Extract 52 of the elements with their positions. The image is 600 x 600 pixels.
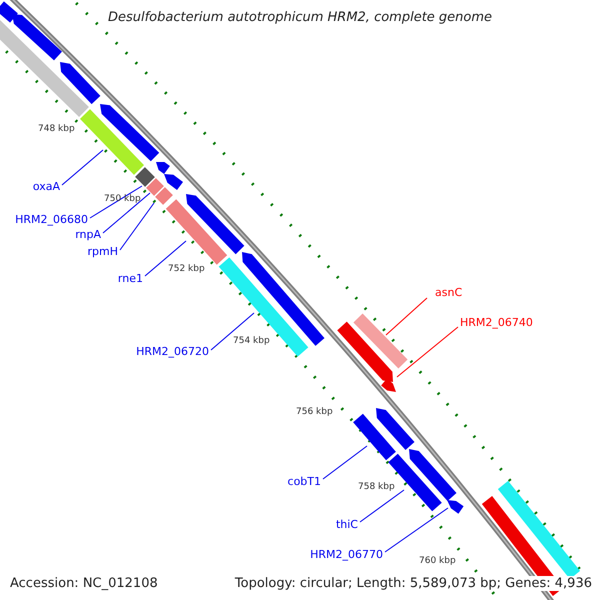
- leader-line: [62, 150, 104, 186]
- gene-feature: [447, 500, 464, 514]
- gene-feature: [353, 414, 396, 460]
- tick-label: 760 kbp: [419, 557, 456, 566]
- footer-text: Accession: NC_012108: [10, 576, 158, 591]
- gene-label: oxaA: [32, 181, 60, 192]
- gene-feature: [164, 174, 183, 190]
- tick-label: 756 kbp: [296, 408, 333, 417]
- leader-line: [322, 446, 368, 480]
- gene-label: rpmH: [88, 246, 118, 257]
- gene-feature: [337, 322, 393, 382]
- title: Desulfobacterium autotrophicum HRM2, complete genome: [106, 11, 494, 24]
- gene-feature: [0, 1, 18, 23]
- gene-label: cobT1: [288, 476, 321, 487]
- gene-label: HRM2_06720: [136, 346, 209, 357]
- gene-feature: [100, 104, 160, 162]
- gene-feature: [12, 14, 62, 60]
- leader-line: [210, 312, 254, 350]
- gene-label: asnC: [435, 287, 462, 298]
- gene-feature: [155, 187, 173, 205]
- gene-feature: [60, 62, 100, 104]
- gene-feature: [218, 257, 308, 357]
- tick-label: 754 kbp: [233, 337, 270, 346]
- gene-feature: [135, 167, 155, 187]
- leader-line: [386, 298, 428, 336]
- leader-line: [384, 508, 448, 552]
- leader-line: [360, 490, 404, 522]
- gene-label: rne1: [118, 273, 143, 284]
- tick-label: 758 kbp: [358, 483, 395, 492]
- tick-label: 750 kbp: [104, 195, 141, 204]
- gene-feature: [409, 449, 456, 501]
- leader-line: [120, 202, 154, 250]
- gene-feature: [146, 178, 164, 196]
- footer-text: Topology: circular; Length: 5,589,073 bp; Genes: 4,936: [234, 576, 592, 591]
- gene-feature: [381, 378, 396, 392]
- gene-label: HRM2_06770: [310, 549, 383, 560]
- gene-label: rnpA: [75, 229, 101, 240]
- gene-feature: [353, 314, 408, 368]
- gene-label: HRM2_06680: [15, 214, 88, 225]
- tick-label: 752 kbp: [168, 265, 205, 274]
- tick-label: 748 kbp: [38, 125, 75, 134]
- gene-feature: [80, 109, 144, 175]
- leader-line: [90, 186, 142, 218]
- leader-line: [396, 326, 458, 378]
- gene-label: thiC: [336, 519, 358, 530]
- leader-line: [102, 192, 150, 234]
- leader-line: [144, 240, 186, 276]
- gene-feature: [156, 162, 170, 174]
- gene-label: HRM2_06740: [460, 317, 533, 328]
- gene-feature: [166, 199, 228, 265]
- gene-feature: [376, 408, 414, 450]
- gene-feature: [186, 194, 244, 254]
